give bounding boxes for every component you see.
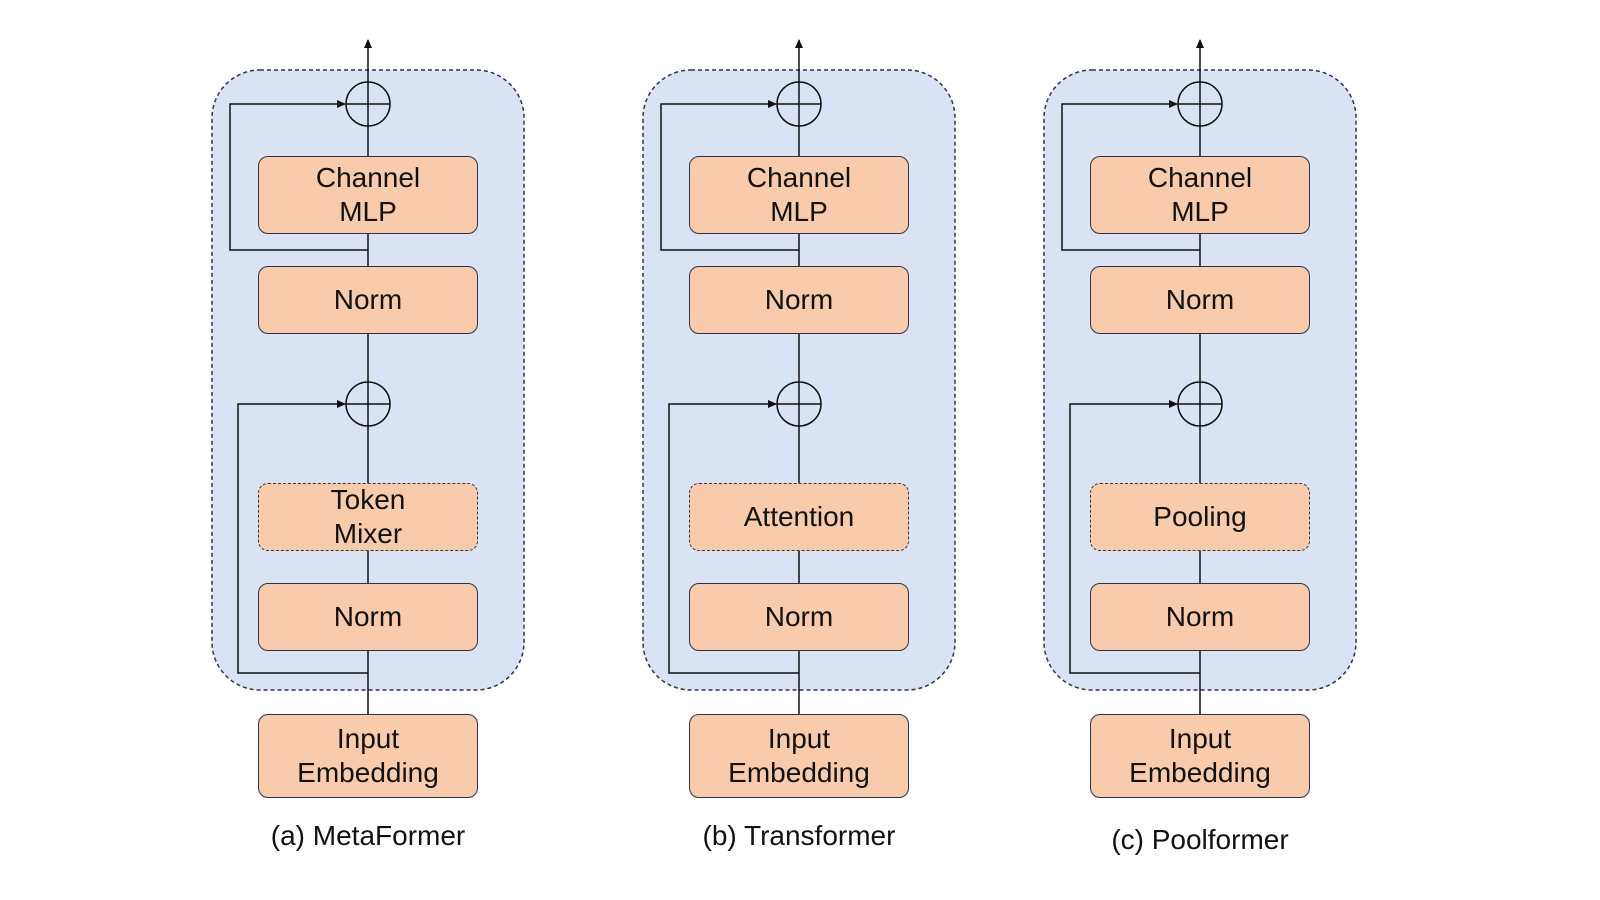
block-label: Channel MLP [1147,162,1253,227]
block-label: Channel MLP [315,162,421,227]
block-label: Norm [764,284,834,315]
add-circle-icon [1177,81,1223,127]
block-label: Norm [333,601,403,632]
channel-mlp-block: Channel MLP [258,156,478,234]
residual-skip-line-2 [1061,100,1200,251]
add-circle-icon [345,81,391,127]
add-circle-icon [776,381,822,427]
residual-skip-line-2 [229,100,368,251]
channel-mlp-block: Channel MLP [689,156,909,234]
norm-block: Norm [689,583,909,651]
norm-block: Norm [258,266,478,334]
channel-mlp-block: Channel MLP [1090,156,1310,234]
panel-caption: (a) MetaFormer [270,820,466,851]
block-label: Attention [743,501,855,532]
block-label: Norm [333,284,403,315]
norm-block: Norm [1090,266,1310,334]
residual-skip-line-2 [660,100,799,251]
input-embedding-block: Input Embedding [689,714,909,798]
norm-block: Norm [689,266,909,334]
block-label: Input Embedding [728,723,870,788]
panel-caption: (c) Poolformer [1111,824,1289,855]
block-label: Norm [764,601,834,632]
token-mixer-block: Token Mixer [258,483,478,551]
norm-block: Norm [258,583,478,651]
residual-skip-line-1 [668,400,799,674]
metaformer-panel: Channel MLP Norm Token Mixer Norm Input … [168,0,568,900]
pooling-block: Pooling [1090,483,1310,551]
attention-block: Attention [689,483,909,551]
block-label: Input Embedding [1129,723,1271,788]
panel-caption: (b) Transformer [702,820,896,851]
poolformer-panel: Channel MLP Norm Pooling Norm Input Embe… [1000,0,1400,900]
block-label: Pooling [1153,501,1247,532]
block-label: Channel MLP [746,162,852,227]
add-circle-icon [776,81,822,127]
norm-block: Norm [1090,583,1310,651]
block-label: Token Mixer [330,484,406,549]
residual-skip-line-1 [1069,400,1200,674]
add-circle-icon [1177,381,1223,427]
add-circle-icon [345,381,391,427]
transformer-panel: Channel MLP Norm Attention Norm Input Em… [599,0,999,900]
residual-skip-line-1 [237,400,368,674]
block-label: Norm [1165,284,1235,315]
block-label: Input Embedding [297,723,439,788]
block-label: Norm [1165,601,1235,632]
input-embedding-block: Input Embedding [258,714,478,798]
input-embedding-block: Input Embedding [1090,714,1310,798]
